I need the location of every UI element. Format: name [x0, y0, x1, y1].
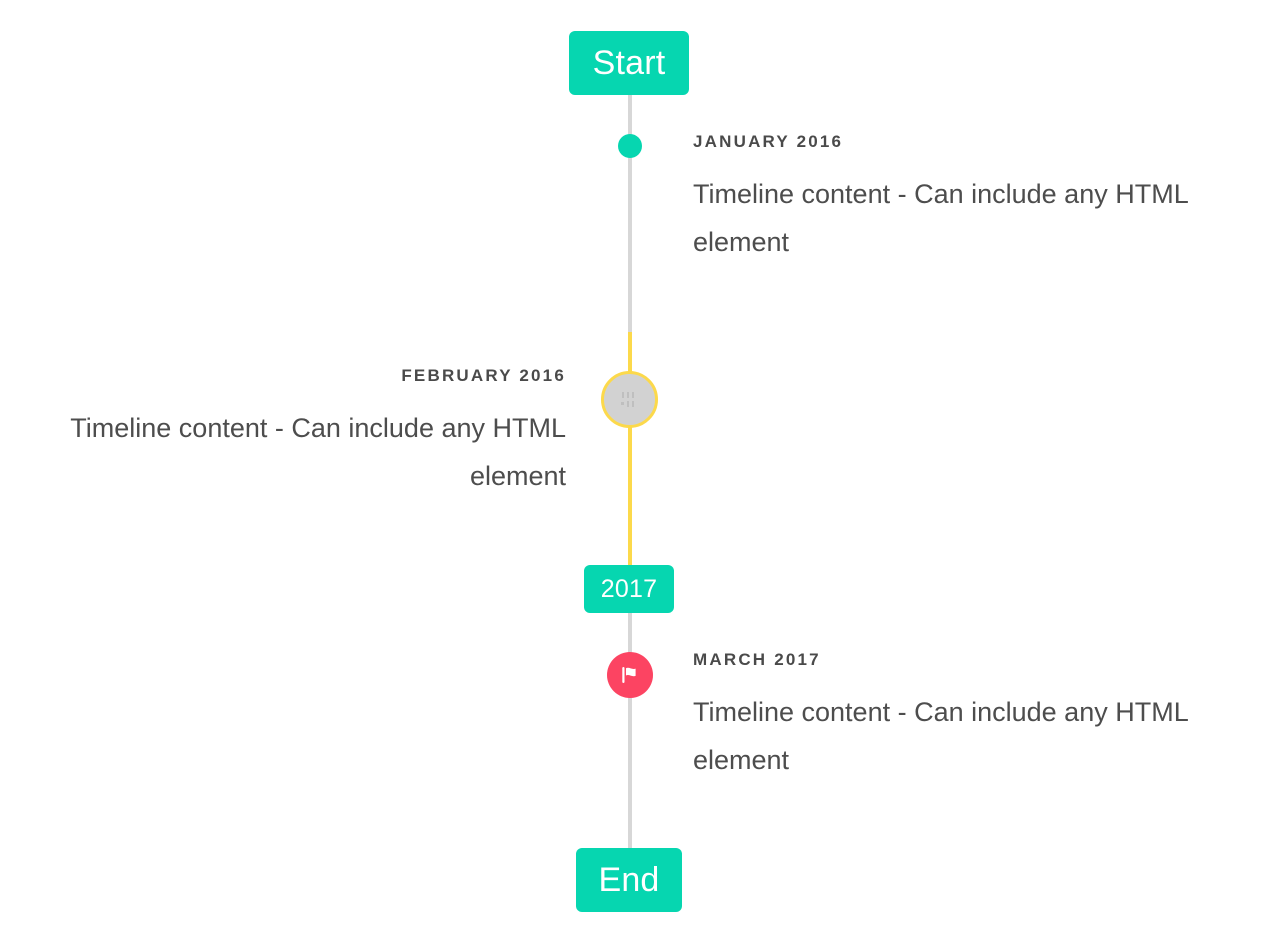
timeline-entry-body: Timeline content - Can include any HTML … [70, 413, 566, 492]
timeline-entry-march-2017: MARCH 2017 Timeline content - Can includ… [693, 650, 1221, 784]
timeline-entry-february-2016: FEBRUARY 2016 Timeline content - Can inc… [40, 366, 566, 500]
timeline-rail-highlighted [628, 332, 632, 565]
timeline-end-badge[interactable]: End [576, 848, 682, 912]
timeline-entry-date: JANUARY 2016 [693, 132, 844, 151]
timeline-entry-body: Timeline content - Can include any HTML … [693, 179, 1188, 258]
flag-icon[interactable] [607, 652, 653, 698]
timeline-start-badge[interactable]: Start [569, 31, 689, 95]
timeline-entry-date: FEBRUARY 2016 [401, 366, 566, 385]
timeline-year-badge[interactable]: 2017 [584, 565, 674, 613]
timeline-entry-date: MARCH 2017 [693, 650, 821, 669]
timeline-rail-bottom [628, 613, 632, 848]
timeline-entry-january-2016: JANUARY 2016 Timeline content - Can incl… [693, 132, 1221, 266]
timeline-rail-top [628, 95, 632, 332]
timeline-year-badge-label: 2017 [600, 574, 658, 603]
timeline-entry-body: Timeline content - Can include any HTML … [693, 697, 1188, 776]
timeline-start-badge-label: Start [592, 43, 666, 82]
timeline-end-badge-label: End [598, 860, 660, 899]
dot-icon[interactable] [618, 134, 642, 158]
broken-image-icon[interactable] [601, 371, 658, 428]
broken-image-glyph [620, 390, 640, 410]
